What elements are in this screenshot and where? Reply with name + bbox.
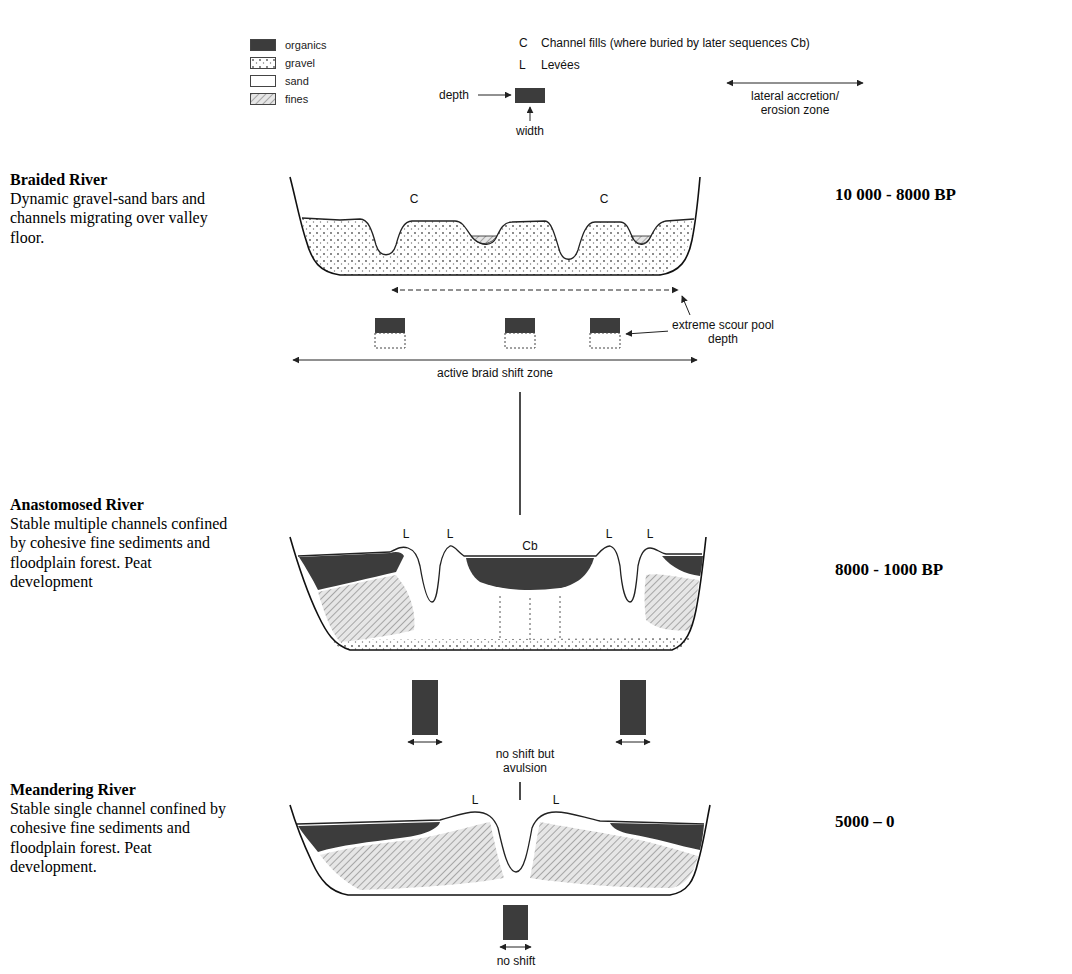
shift-zone-label: active braid shift zone	[410, 366, 580, 380]
legend-swatch	[250, 93, 276, 105]
section-text-group: Anastomosed RiverStable multiple channel…	[10, 495, 232, 591]
organics-fill	[298, 822, 440, 852]
scour-depth-label: extreme scour pool depth	[668, 318, 778, 347]
legend-text: fines	[285, 93, 308, 105]
shift-arrow	[500, 947, 531, 948]
legend-pattern	[251, 58, 276, 69]
scale-key-text: width	[510, 124, 550, 138]
legend-item: organics	[250, 39, 327, 51]
river-section: Meandering RiverStable single channel co…	[285, 800, 715, 972]
legend-swatch	[250, 57, 276, 69]
levee-label: L	[644, 527, 656, 541]
legend-swatch	[250, 39, 276, 51]
shift-note: no shift	[486, 954, 546, 968]
fines-fill	[645, 574, 700, 630]
legend-pattern	[251, 94, 276, 105]
gravel-fill	[330, 638, 690, 650]
legend-item: gravel	[250, 57, 315, 69]
scale-key-text: depth	[438, 88, 470, 102]
legend-item: sand	[250, 75, 309, 87]
section-description: Stable single channel confined by cohesi…	[10, 799, 232, 876]
shift-arrow	[408, 742, 442, 743]
legend-key-letter: C	[518, 36, 529, 50]
legend-pattern-fill	[251, 58, 276, 69]
levee-label: L	[550, 793, 562, 807]
section-text-group: Meandering RiverStable single channel co…	[10, 780, 232, 876]
river-section: Anastomosed RiverStable multiple channel…	[285, 515, 715, 782]
leader-line	[626, 331, 670, 334]
shift-zone-arrow	[293, 360, 697, 361]
bed-surface	[302, 218, 694, 259]
section-description: Dynamic gravel-sand bars and channels mi…	[10, 189, 232, 247]
legend-swatch	[250, 75, 276, 87]
shift-arrow	[616, 742, 650, 743]
buried-channel-fill	[560, 596, 561, 640]
legend-key-text: Channel fills (where buried by later seq…	[540, 36, 811, 50]
zone-arrow	[727, 83, 863, 84]
levee-label: L	[469, 793, 481, 807]
scale-box	[590, 318, 620, 333]
legend-pattern-fill	[251, 94, 276, 105]
scour-box	[590, 333, 620, 348]
floodplain-surface	[297, 812, 704, 872]
valley-wall	[290, 537, 706, 650]
legend-item: fines	[250, 93, 308, 105]
sequence-connector	[519, 782, 521, 800]
floodplain-surface	[298, 546, 702, 602]
organics-fill	[662, 556, 703, 576]
levee-label: L	[603, 527, 615, 541]
date-range: 10 000 - 8000 BP	[835, 185, 956, 205]
section-heading: Anastomosed River	[10, 495, 232, 514]
legend-key-letter: L	[518, 58, 527, 72]
buried-channel-fill	[500, 596, 501, 640]
channel-fill-label: C	[597, 192, 611, 206]
organics-fill	[610, 823, 704, 850]
section-heading: Braided River	[10, 170, 232, 189]
scour-box	[505, 333, 535, 348]
sequence-connector	[519, 392, 521, 515]
valley-wall	[290, 177, 700, 275]
section-description: Stable multiple channels confined by coh…	[10, 514, 232, 591]
scale-box	[503, 905, 528, 940]
river-section: Braided RiverDynamic gravel-sand bars an…	[285, 165, 715, 392]
date-range: 8000 - 1000 BP	[835, 560, 943, 580]
shift-note: no shift but avulsion	[485, 747, 565, 776]
organics-fill	[466, 558, 594, 590]
organics-fill	[299, 552, 404, 590]
channel-fill-label: C	[407, 192, 421, 206]
legend-key-text: Levées	[540, 58, 581, 72]
depth-pointer	[478, 95, 511, 96]
levee-label: L	[400, 527, 412, 541]
section-heading: Meandering River	[10, 780, 232, 799]
scale-box	[515, 88, 545, 103]
width-pointer	[530, 107, 531, 121]
scour-box	[375, 333, 405, 348]
scale-box	[505, 318, 535, 333]
buried-channel-label: Cb	[519, 539, 541, 553]
valley-wall	[290, 805, 710, 895]
legend-text: gravel	[285, 57, 315, 69]
scale-box	[620, 680, 646, 735]
section-text-group: Braided RiverDynamic gravel-sand bars an…	[10, 170, 232, 247]
levee-label: L	[444, 527, 456, 541]
zone-key-text: lateral accretion/ erosion zone	[733, 89, 858, 118]
legend-text: sand	[285, 75, 309, 87]
date-range: 5000 – 0	[835, 812, 895, 832]
scour-depth-line	[392, 290, 678, 291]
legend-text: organics	[285, 39, 327, 51]
gravel-fill	[302, 218, 694, 275]
leader-line	[682, 296, 690, 315]
scale-box	[412, 680, 438, 735]
buried-channel-fill	[530, 598, 531, 640]
scale-box	[375, 318, 405, 333]
